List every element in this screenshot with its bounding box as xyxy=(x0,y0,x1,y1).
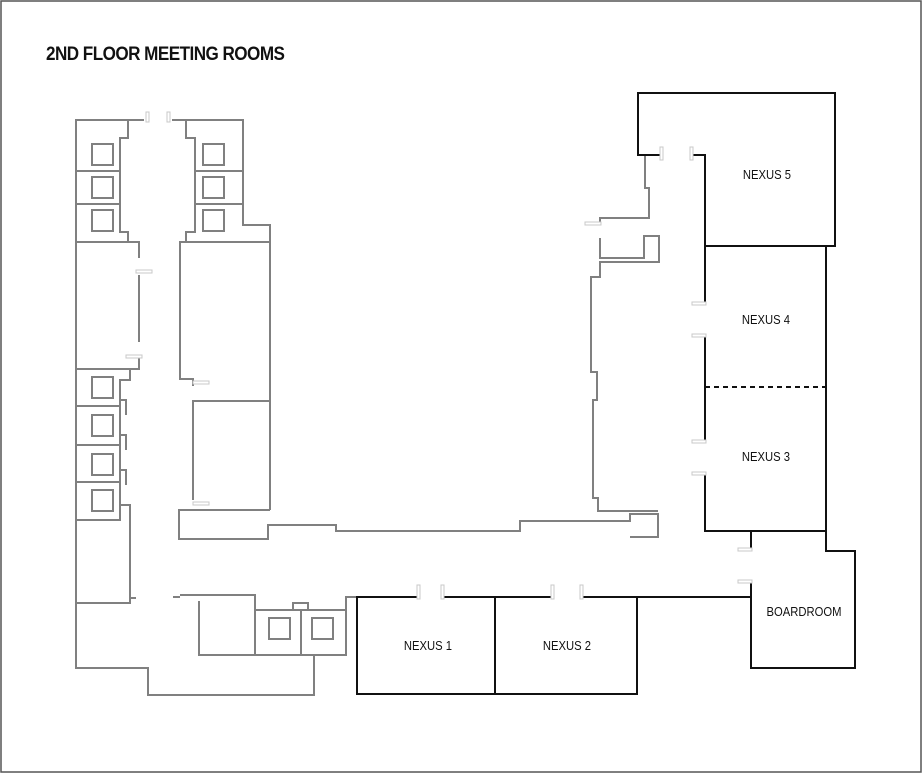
meeting-room-walls xyxy=(356,92,856,695)
room-label-nexus-4: NEXUS 4 xyxy=(741,313,791,327)
room-label-boardroom: BOARDROOM xyxy=(766,605,842,619)
boardroom-outline xyxy=(750,531,856,669)
nexus-3-4-outline xyxy=(704,246,827,532)
page-title: 2ND FLOOR MEETING ROOMS xyxy=(46,44,285,65)
nexus-5-outline xyxy=(637,92,836,247)
nexus-1-2-outline xyxy=(356,596,751,695)
doors xyxy=(125,111,753,600)
building-walls xyxy=(75,119,660,696)
room-label-nexus-1: NEXUS 1 xyxy=(403,639,453,653)
room-label-nexus-3: NEXUS 3 xyxy=(741,450,791,464)
elevator-squares xyxy=(91,143,334,640)
room-label-nexus-2: NEXUS 2 xyxy=(542,639,592,653)
room-label-nexus-5: NEXUS 5 xyxy=(742,168,792,182)
